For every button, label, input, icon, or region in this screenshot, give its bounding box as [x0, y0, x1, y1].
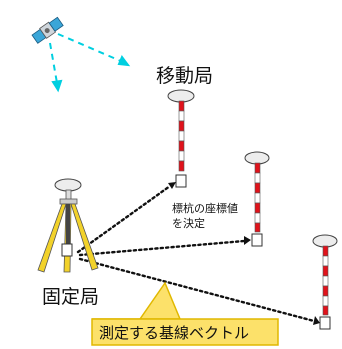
tripod-antenna-icon — [37, 178, 99, 273]
base-label: 固定局 — [42, 286, 99, 308]
satellite-signal-arrows — [49, 33, 131, 93]
rover-label: 移動局 — [156, 65, 213, 87]
baseline-arrowhead-3 — [313, 316, 320, 325]
baseline-arrowhead-2 — [244, 236, 251, 245]
baseline-vectors — [76, 182, 320, 325]
survey-pole-2 — [244, 151, 270, 247]
baseline-vector-1 — [76, 184, 172, 254]
baseline-callout: 測定する基線ベクトル — [91, 281, 279, 346]
baseline-arrowhead-1 — [168, 182, 176, 189]
survey-pole-3 — [312, 234, 338, 330]
callout-text: 測定する基線ベクトル — [99, 324, 249, 342]
survey-pole-1 — [167, 89, 195, 188]
satellite-icon — [31, 16, 64, 44]
baseline-vector-3 — [78, 257, 316, 323]
stake-note-line2: を決定 — [172, 216, 205, 230]
stake-note-line1: 標杭の座標値 — [172, 201, 238, 215]
baseline-vector-2 — [78, 239, 246, 257]
